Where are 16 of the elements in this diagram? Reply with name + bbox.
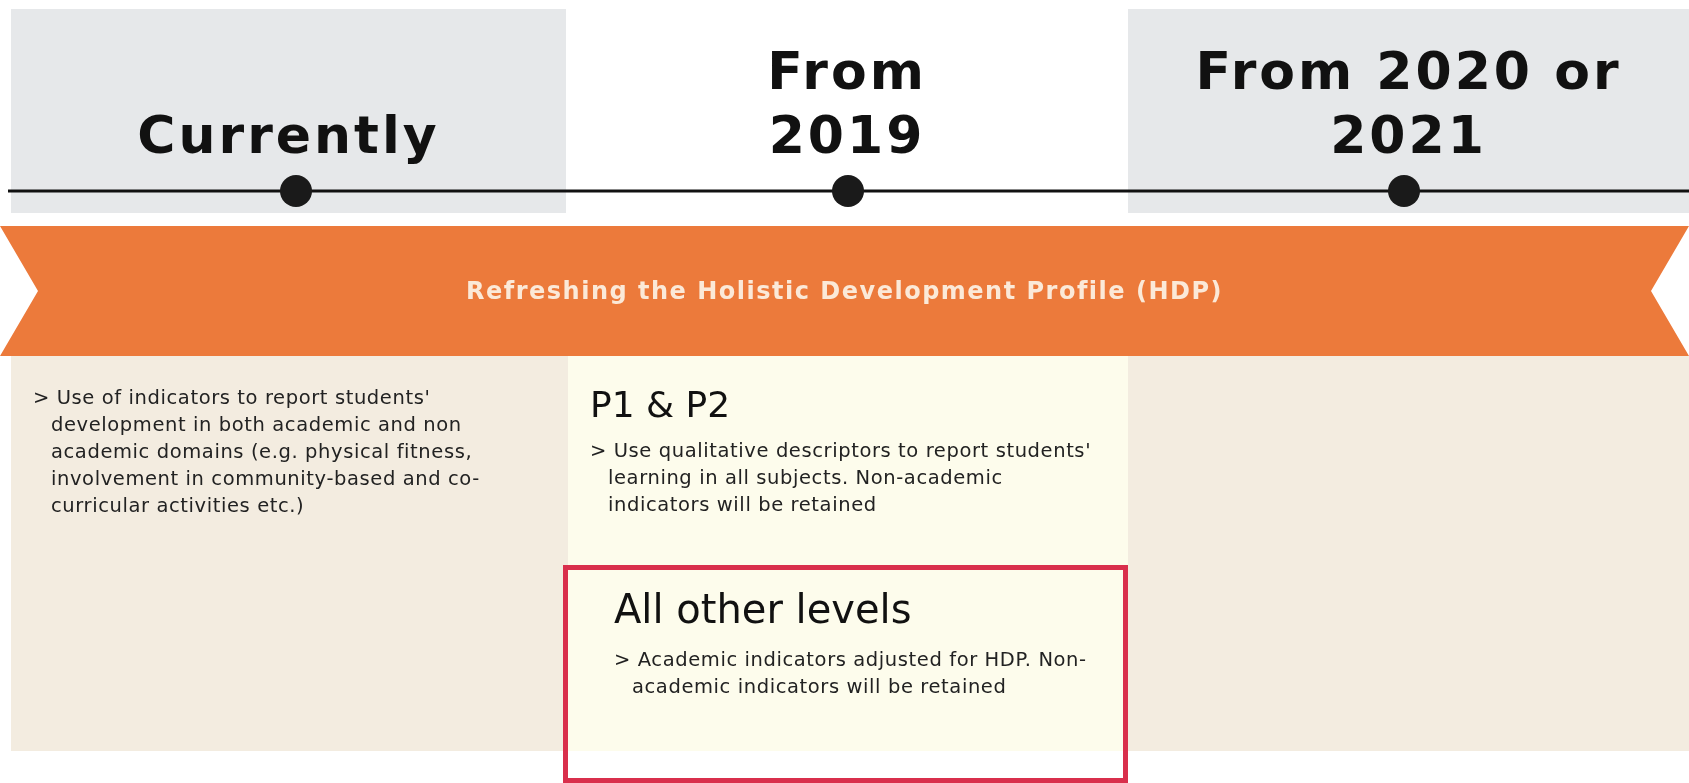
period-header xyxy=(11,9,566,213)
section-heading: P1 & P2 xyxy=(590,384,732,426)
bullet-text: > Academic indicators adjusted for HDP. Non-academic indicators will be retained xyxy=(614,647,1088,700)
content-panel xyxy=(11,356,568,751)
highlighted-box xyxy=(563,565,1128,783)
period-label: From 2020 or 2021 xyxy=(1194,40,1623,167)
bullet-text: > Use qualitative descriptors to report students' learning in all subjects. Non-academic indicators will be retained xyxy=(590,438,1093,519)
period-label: Currently xyxy=(137,104,440,167)
bullet-text: > Use of indicators to report students' development in both academic and non academic domains (e.g. physical fitness, involvement in community-based and co-curricular activities etc.) xyxy=(33,385,481,519)
period-header xyxy=(1128,9,1689,213)
section-heading: All other levels xyxy=(614,586,913,632)
banner-title: Refreshing the Holistic Development Profile (HDP) xyxy=(466,277,1223,305)
banner xyxy=(0,226,1689,356)
content-panel xyxy=(568,356,1128,751)
content-panel xyxy=(1128,356,1689,751)
period-label: From 2019 xyxy=(766,40,928,167)
